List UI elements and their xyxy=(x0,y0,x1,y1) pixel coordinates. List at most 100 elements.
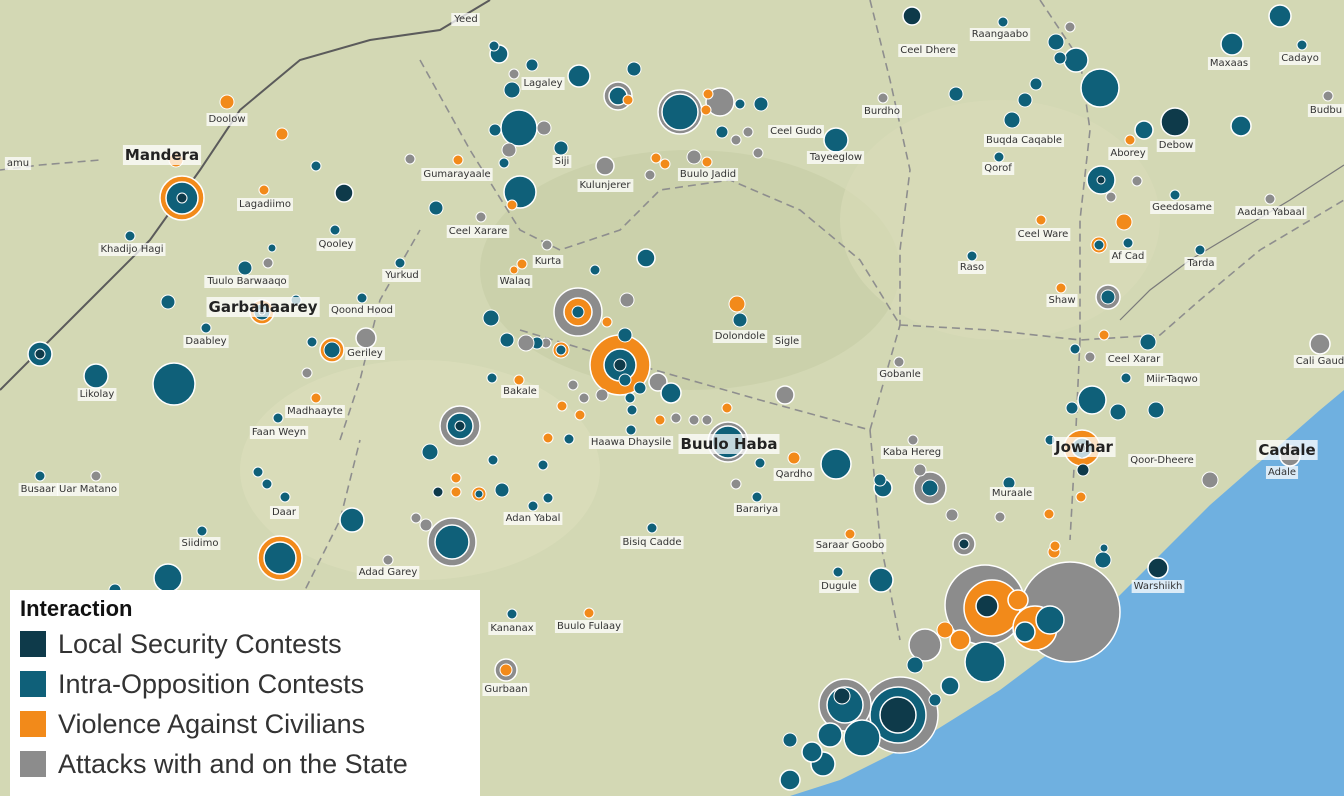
event-marker[interactable] xyxy=(339,507,365,533)
event-marker[interactable] xyxy=(567,64,591,88)
event-marker[interactable] xyxy=(1100,289,1116,305)
event-marker[interactable] xyxy=(486,372,498,384)
event-marker[interactable] xyxy=(622,94,634,106)
event-marker[interactable] xyxy=(450,472,462,484)
event-marker[interactable] xyxy=(659,158,671,170)
event-marker[interactable] xyxy=(753,96,769,112)
event-marker[interactable] xyxy=(34,470,46,482)
event-marker[interactable] xyxy=(1065,401,1079,415)
event-marker[interactable] xyxy=(833,687,851,705)
event-marker[interactable] xyxy=(275,127,289,141)
event-marker[interactable] xyxy=(494,482,510,498)
event-marker[interactable] xyxy=(868,567,894,593)
event-marker[interactable] xyxy=(779,769,801,791)
event-marker[interactable] xyxy=(688,414,700,426)
event-marker[interactable] xyxy=(1003,111,1021,129)
event-marker[interactable] xyxy=(503,81,521,99)
event-marker[interactable] xyxy=(1105,191,1117,203)
event-marker[interactable] xyxy=(474,489,484,499)
event-marker[interactable] xyxy=(913,463,927,477)
event-marker[interactable] xyxy=(907,434,919,446)
event-marker[interactable] xyxy=(452,154,464,166)
event-marker[interactable] xyxy=(1080,68,1120,108)
event-marker[interactable] xyxy=(237,260,253,276)
event-marker[interactable] xyxy=(1264,193,1276,205)
event-marker[interactable] xyxy=(1084,351,1096,363)
event-marker[interactable] xyxy=(595,156,615,176)
event-marker[interactable] xyxy=(619,292,635,308)
event-marker[interactable] xyxy=(873,473,887,487)
event-marker[interactable] xyxy=(1322,90,1334,102)
event-marker[interactable] xyxy=(541,239,553,251)
event-marker[interactable] xyxy=(823,127,849,153)
event-marker[interactable] xyxy=(355,327,377,349)
event-marker[interactable] xyxy=(997,16,1009,28)
event-marker[interactable] xyxy=(626,61,642,77)
event-marker[interactable] xyxy=(966,250,978,262)
event-marker[interactable] xyxy=(1147,401,1165,419)
event-marker[interactable] xyxy=(751,491,763,503)
event-marker[interactable] xyxy=(555,344,567,356)
event-marker[interactable] xyxy=(994,511,1006,523)
event-marker[interactable] xyxy=(537,459,549,471)
event-marker[interactable] xyxy=(670,412,682,424)
event-marker[interactable] xyxy=(1043,508,1055,520)
event-marker[interactable] xyxy=(636,248,656,268)
event-marker[interactable] xyxy=(219,94,235,110)
event-marker[interactable] xyxy=(1296,39,1308,51)
event-marker[interactable] xyxy=(279,491,291,503)
event-marker[interactable] xyxy=(498,157,510,169)
event-marker[interactable] xyxy=(310,160,322,172)
event-marker[interactable] xyxy=(1049,540,1061,552)
event-marker[interactable] xyxy=(1230,115,1252,137)
event-marker[interactable] xyxy=(432,486,444,498)
event-marker[interactable] xyxy=(1076,463,1090,477)
event-marker[interactable] xyxy=(1064,21,1076,33)
event-marker[interactable] xyxy=(394,257,406,269)
event-marker[interactable] xyxy=(928,693,942,707)
event-marker[interactable] xyxy=(1139,333,1157,351)
event-marker[interactable] xyxy=(1309,333,1331,355)
event-marker[interactable] xyxy=(419,518,433,532)
event-marker[interactable] xyxy=(1115,213,1133,231)
event-marker[interactable] xyxy=(475,211,487,223)
event-marker[interactable] xyxy=(626,404,638,416)
event-marker[interactable] xyxy=(589,264,601,276)
event-marker[interactable] xyxy=(262,257,274,269)
event-marker[interactable] xyxy=(1098,329,1110,341)
event-marker[interactable] xyxy=(660,382,682,404)
event-marker[interactable] xyxy=(958,538,970,550)
event-marker[interactable] xyxy=(356,292,368,304)
event-marker[interactable] xyxy=(1055,282,1067,294)
event-marker[interactable] xyxy=(1014,621,1036,643)
event-marker[interactable] xyxy=(516,258,528,270)
event-marker[interactable] xyxy=(306,336,318,348)
event-marker[interactable] xyxy=(1035,214,1047,226)
event-marker[interactable] xyxy=(832,566,844,578)
event-marker[interactable] xyxy=(1063,47,1089,73)
event-marker[interactable] xyxy=(34,348,46,360)
event-marker[interactable] xyxy=(152,362,196,406)
event-marker[interactable] xyxy=(421,443,439,461)
event-marker[interactable] xyxy=(686,149,702,165)
event-marker[interactable] xyxy=(563,433,575,445)
event-marker[interactable] xyxy=(153,563,183,593)
event-marker[interactable] xyxy=(506,199,518,211)
event-marker[interactable] xyxy=(908,628,942,662)
event-marker[interactable] xyxy=(728,295,746,313)
event-marker[interactable] xyxy=(90,470,102,482)
event-marker[interactable] xyxy=(583,607,595,619)
event-marker[interactable] xyxy=(578,392,590,404)
event-marker[interactable] xyxy=(1069,343,1081,355)
event-marker[interactable] xyxy=(617,327,633,343)
event-marker[interactable] xyxy=(267,243,277,253)
event-marker[interactable] xyxy=(817,722,843,748)
event-marker[interactable] xyxy=(1147,557,1169,579)
event-marker[interactable] xyxy=(1131,175,1143,187)
event-marker[interactable] xyxy=(625,424,637,436)
event-marker[interactable] xyxy=(843,719,881,757)
event-marker[interactable] xyxy=(334,183,354,203)
event-marker[interactable] xyxy=(1017,92,1033,108)
event-marker[interactable] xyxy=(700,104,712,116)
event-marker[interactable] xyxy=(488,123,502,137)
